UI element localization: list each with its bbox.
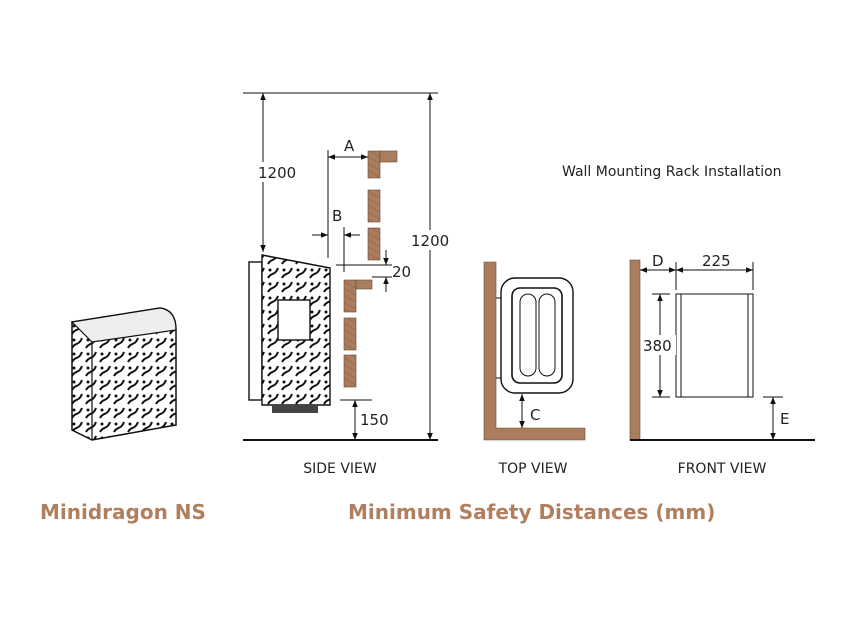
dim-floor: 150 xyxy=(360,411,389,429)
dim-d: D xyxy=(652,252,664,270)
dim-gap: 20 xyxy=(392,263,411,281)
dim-width: 225 xyxy=(702,252,731,270)
dim-ceiling-right: 1200 xyxy=(411,232,449,250)
section-title: Minimum Safety Distances (mm) xyxy=(348,500,715,524)
dim-ceiling-left: 1200 xyxy=(258,164,296,182)
heater-illustration xyxy=(70,307,177,441)
front-view-label: FRONT VIEW xyxy=(678,461,767,477)
wall-mounting-subtitle: Wall Mounting Rack Installation xyxy=(562,164,782,180)
top-view-label: TOP VIEW xyxy=(498,461,568,477)
dim-a: A xyxy=(344,137,355,155)
front-view: D 225 380 E FRONT VIEW xyxy=(629,252,815,477)
dim-b: B xyxy=(332,207,342,225)
dim-e: E xyxy=(780,410,789,428)
dim-c: C xyxy=(530,406,540,424)
side-view: 1200 1200 A B 20 150 xyxy=(243,92,450,477)
top-view: C TOP VIEW xyxy=(483,261,586,477)
side-view-label: SIDE VIEW xyxy=(303,461,377,477)
dim-height: 380 xyxy=(643,337,672,355)
product-title: Minidragon NS xyxy=(40,500,206,524)
